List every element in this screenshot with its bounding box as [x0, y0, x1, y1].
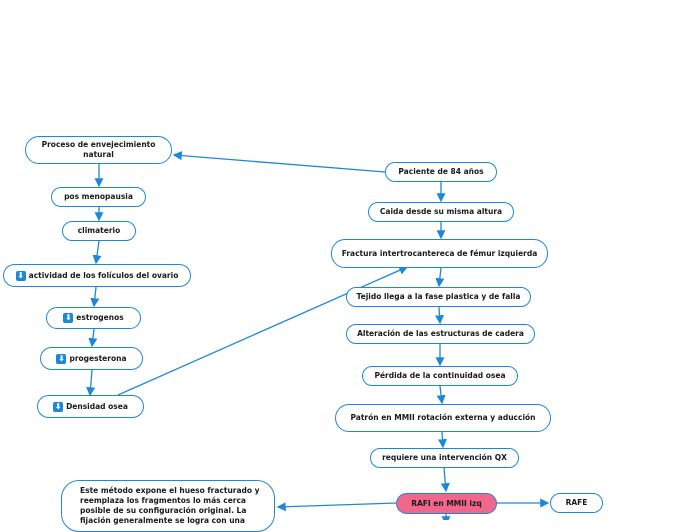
edge-fractura-tejido: [435, 267, 445, 288]
edge-progesterona-densidad: [86, 369, 96, 397]
node-rafi[interactable]: RAFI en MMII izq: [396, 493, 497, 514]
node-label: Pérdida de la continuidad osea: [374, 371, 506, 380]
node-label: progesterona: [69, 353, 127, 363]
node-label: RAFE: [565, 498, 588, 507]
node-label: Caida desde su misma altura: [379, 207, 503, 216]
node-label: Alteración de las estructuras de cadera: [357, 329, 524, 338]
node-proceso-envejecimiento[interactable]: Proceso de envejecimiento natural: [25, 136, 172, 164]
node-pos-menopausia[interactable]: pos menopausia: [51, 187, 146, 207]
edge-rafi-descripcion: [276, 502, 397, 512]
edge-tejido-alteracion: [434, 306, 445, 325]
down-arrow-icon: ⬇: [53, 401, 64, 412]
node-rafe[interactable]: RAFE: [550, 493, 603, 513]
node-climaterio[interactable]: climaterio: [62, 221, 136, 241]
node-label: actividad de los folículos del ovario: [28, 270, 179, 280]
node-label: RAFI en MMII izq: [411, 498, 482, 508]
node-label: climaterio: [77, 226, 121, 235]
node-progesterona[interactable]: ⬇progesterona: [40, 347, 143, 370]
node-label: requiere una intervención QX: [382, 453, 507, 462]
node-label: Este método expone el hueso fracturado y…: [80, 486, 260, 525]
node-label: Tejido llega a la fase plastica y de fal…: [356, 292, 521, 301]
node-patron[interactable]: Patrón en MMII rotación externa y aducci…: [335, 404, 551, 432]
node-label: Patrón en MMII rotación externa y aducci…: [350, 413, 536, 422]
edge-climaterio-actividad: [92, 240, 102, 265]
node-fractura[interactable]: Fractura intertrocantereca de fémur izqu…: [331, 239, 548, 268]
down-arrow-icon: ⬇: [63, 313, 74, 323]
node-label: pos menopausia: [64, 192, 133, 201]
node-tejido[interactable]: Tejido llega a la fase plastica y de fal…: [346, 287, 531, 307]
edge-requiere-rafi: [440, 467, 450, 493]
node-label: Proceso de envejecimiento natural: [41, 140, 156, 159]
down-arrow-icon: ⬇: [15, 270, 26, 281]
edge-estrogenos-progesterona: [88, 328, 98, 348]
node-label: Paciente de 84 años: [398, 167, 484, 176]
edge-actividad-estrogenos: [90, 286, 100, 308]
node-label: Fractura intertrocantereca de fémur izqu…: [341, 248, 538, 258]
node-descripcion-rafi[interactable]: Este método expone el hueso fracturado y…: [61, 480, 275, 532]
node-actividad-foliculos[interactable]: ⬇actividad de los folículos del ovario: [3, 264, 191, 287]
node-alteracion[interactable]: Alteración de las estructuras de cadera: [346, 324, 535, 344]
node-label: estrogenos: [76, 313, 124, 322]
node-requiere[interactable]: requiere una intervención QX: [370, 448, 519, 468]
edge-paciente-proceso: [172, 151, 386, 173]
node-caida[interactable]: Caida desde su misma altura: [368, 202, 514, 222]
edge-patron-requiere: [437, 431, 448, 449]
node-estrogenos[interactable]: ⬇estrogenos: [46, 307, 141, 329]
down-arrow-icon: ⬇: [56, 353, 67, 364]
node-label: Densidad osea: [66, 401, 128, 411]
node-densidad-osea[interactable]: ⬇Densidad osea: [37, 395, 144, 418]
node-perdida[interactable]: Pérdida de la continuidad osea: [362, 366, 518, 386]
node-paciente[interactable]: Paciente de 84 años: [385, 162, 497, 182]
edge-perdida-patron: [436, 385, 446, 405]
